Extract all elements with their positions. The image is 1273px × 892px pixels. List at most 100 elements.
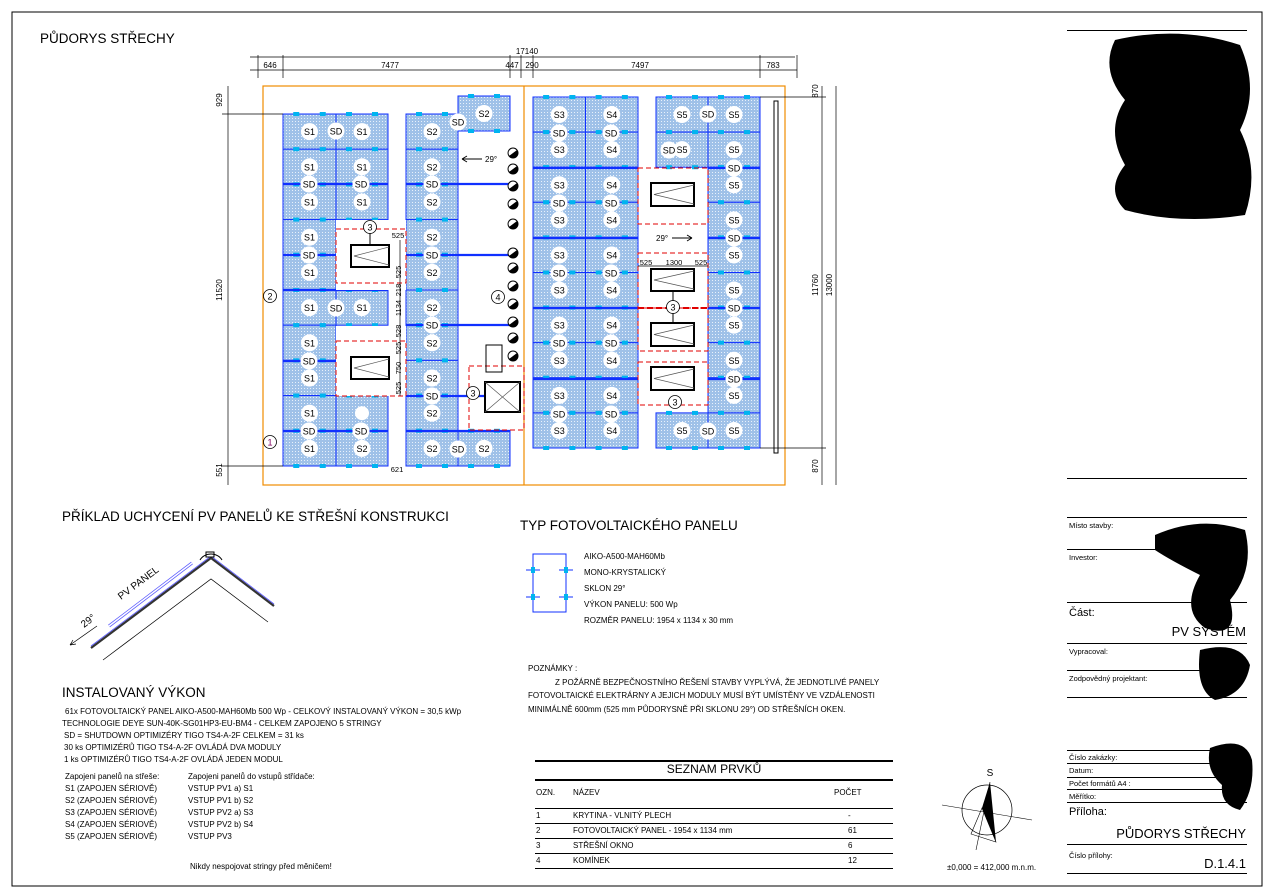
installed-line: 30 ks OPTIMIZÉRŮ TIGO TS4-A-2F OVLÁDÁ DV… <box>64 743 282 752</box>
roof-wiring: Zapojeni panelů na střeše: S1 (ZAPOJEN S… <box>65 771 159 843</box>
string-label-bubble <box>725 386 743 404</box>
string-label-bubble <box>423 299 441 317</box>
string-label-bubble <box>725 421 743 439</box>
window-clearance-zone <box>637 167 709 225</box>
panel-clamp <box>666 165 672 170</box>
sd-optimizer-label: SD <box>553 410 566 420</box>
panel-clamp <box>595 340 602 345</box>
sd-optimizer-label: SD <box>728 375 741 385</box>
panel-clamp <box>372 217 378 222</box>
panel-clamp <box>569 200 576 205</box>
inverter-input: VSTUP PV2 a) S3 <box>188 808 254 817</box>
inverter-input: VSTUP PV1 b) S2 <box>188 796 254 805</box>
panel-clamp <box>595 270 602 275</box>
compass-needle-outline <box>970 807 997 843</box>
string-label: S2 <box>426 374 437 384</box>
string-label: S1 <box>304 409 315 419</box>
sd-optimizer-label: SD <box>605 199 618 209</box>
pv-panel: S1 <box>282 358 337 398</box>
panel-blank-marker <box>355 406 369 421</box>
roof-window-slope <box>353 246 390 266</box>
panel-outline <box>532 553 567 613</box>
responsible-designer-label: Zodpovědný projektant: <box>1069 674 1148 683</box>
string-label: S4 <box>606 321 617 331</box>
panel-clamp <box>293 464 300 468</box>
panel-clamp <box>718 446 724 450</box>
part-label: Část: <box>1069 607 1095 619</box>
panel-clamp <box>416 358 422 363</box>
chimney-icon-fill <box>509 265 518 273</box>
sd-optimizer-label-bubble <box>449 440 467 458</box>
list-cell-name: STŘEŠNÍ OKNO <box>573 841 634 850</box>
panel-clamp <box>621 95 628 99</box>
sd-optimizer-label-bubble <box>660 141 678 159</box>
panel-type-title: TYP FOTOVOLTAICKÉHO PANELU <box>520 518 738 533</box>
redaction-blob <box>1199 647 1250 700</box>
sd-optimizer-label: SD <box>553 339 566 349</box>
panel-clamp <box>744 375 750 380</box>
string-label-bubble <box>550 316 568 334</box>
list-header-ozn: OZN. <box>536 788 556 797</box>
mounting-detail: 29°PV PANEL <box>69 551 275 661</box>
string-label: S5 <box>728 286 739 296</box>
notes-line: Z POŽÁRNĚ BEZPEČNOSTNÍHO ŘEŠENÍ STAVBY V… <box>555 677 880 687</box>
title-block-rule <box>1067 517 1247 518</box>
panel-clamp <box>595 130 602 135</box>
dimension-label: 7497 <box>631 61 649 70</box>
string-label: S3 <box>554 391 565 401</box>
string-label: S2 <box>426 409 437 419</box>
panel-type-specs: AIKO-A500-MAH60Mb MONO-KRYSTALICKÝ SKLON… <box>584 549 733 629</box>
sd-optimizer-label: SD <box>553 129 566 139</box>
panel-clamp <box>346 112 352 116</box>
investor-label: Investor: <box>1069 553 1098 562</box>
string-label: S3 <box>554 250 565 260</box>
sd-optimizer-label: SD <box>605 410 618 420</box>
string-label: S5 <box>676 426 687 436</box>
string-label-bubble <box>603 176 621 194</box>
panel-clamp <box>346 464 352 468</box>
string-label-bubble <box>423 158 441 176</box>
sd-optimizer-label-bubble <box>602 264 620 282</box>
string-label: S1 <box>304 233 315 243</box>
string-label: S5 <box>728 250 739 260</box>
string-label-bubble <box>353 193 371 211</box>
string-label-bubble <box>301 228 318 246</box>
panel-clamp <box>621 340 628 345</box>
string-label: S2 <box>426 233 437 243</box>
panel-clamp <box>319 323 326 328</box>
appendix-value: PŮDORYS STŘECHY <box>1116 826 1246 841</box>
string-label: S4 <box>606 391 617 401</box>
string-label-bubble <box>550 421 568 439</box>
panel-clamp <box>718 270 724 275</box>
roof-string: S5 (ZAPOJEN SÉRIOVĚ) <box>65 832 158 841</box>
string-label-bubble <box>423 123 441 141</box>
panel-clamp <box>744 95 750 99</box>
sd-optimizer-label: SD <box>355 180 368 190</box>
title-block-rule <box>1067 30 1247 31</box>
panel-clamp <box>468 94 474 98</box>
panel-clamp <box>319 393 326 398</box>
panel-clamp <box>442 217 448 222</box>
panel-clamp <box>621 130 628 135</box>
redaction-blob <box>1208 743 1253 810</box>
dimension-label: 870 <box>811 459 820 473</box>
sd-optimizer-label-bubble <box>550 194 568 212</box>
string-label-bubble <box>603 211 621 229</box>
panel-clamp <box>621 200 628 205</box>
chimney-icon-fill <box>509 353 518 361</box>
list-cell-ozn: 2 <box>536 826 541 835</box>
dimension-label: 17140 <box>516 47 539 56</box>
sd-optimizer-label-bubble <box>602 194 620 212</box>
panel-clamp <box>293 112 300 116</box>
sd-optimizer-label-bubble <box>352 175 370 193</box>
pv-panel: S5 <box>655 410 709 450</box>
list-title-rule <box>535 779 893 781</box>
chimney-icon-fill <box>509 250 518 258</box>
string-label-bubble <box>603 106 621 124</box>
panel-clamp <box>468 464 474 468</box>
string-label: S1 <box>304 303 315 313</box>
list-title: SEZNAM PRVKŮ <box>666 762 762 776</box>
panel-clamp <box>416 147 422 152</box>
sd-optimizer-label-bubble <box>300 246 318 264</box>
string-label: S5 <box>728 110 739 120</box>
